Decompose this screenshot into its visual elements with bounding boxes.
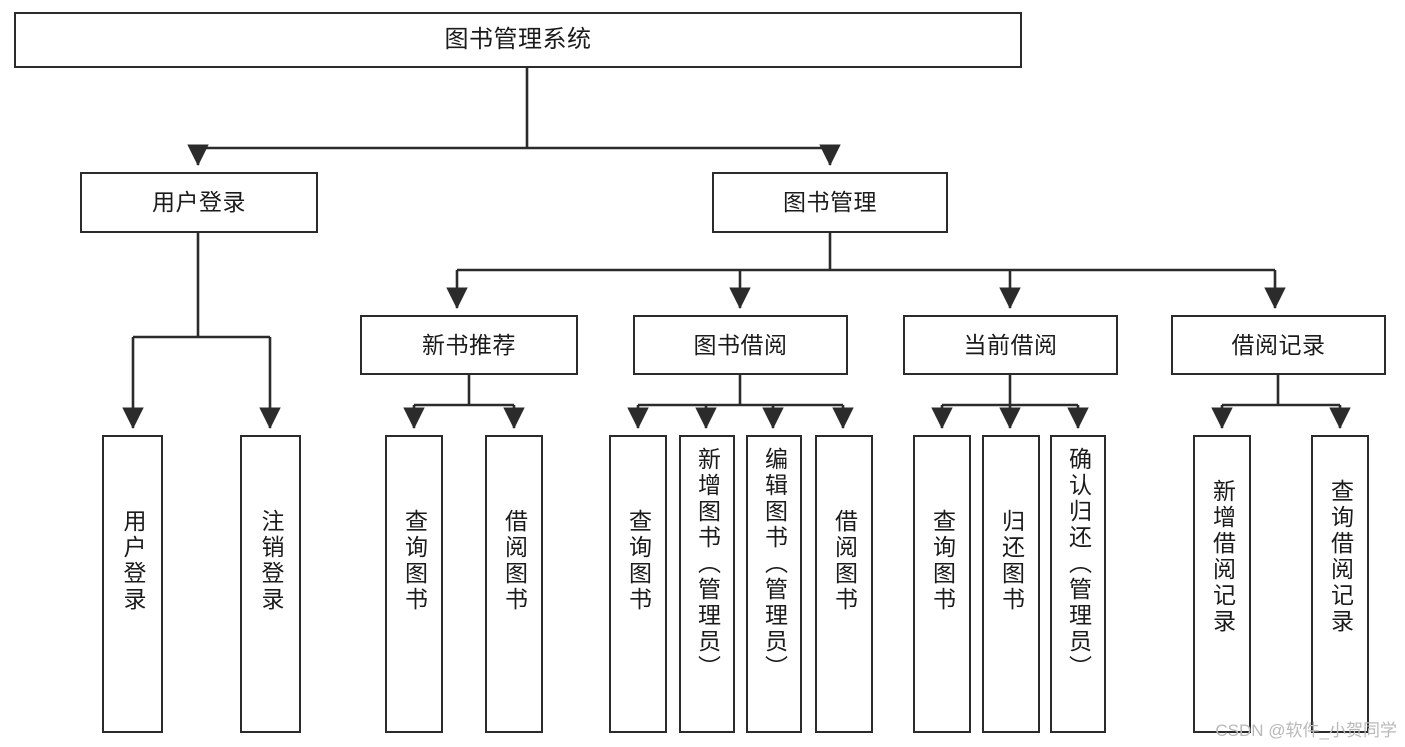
node-leaf-edit-book-label: 编辑图书（管理员） xyxy=(761,447,788,681)
node-leaf-logout[interactable]: 注销登录 xyxy=(240,435,301,733)
node-new-book-recommend-label: 新书推荐 xyxy=(422,331,516,358)
node-borrow-record-label: 借阅记录 xyxy=(1231,331,1326,358)
node-leaf-query-record[interactable]: 查询借阅记录 xyxy=(1311,435,1369,733)
node-leaf-query-book-3-label: 查询图书 xyxy=(929,509,956,613)
node-user-login-label: 用户登录 xyxy=(152,189,246,216)
node-current-borrow-label: 当前借阅 xyxy=(963,331,1058,358)
node-leaf-borrow-book-2-label: 借阅图书 xyxy=(831,509,858,613)
node-leaf-return-book[interactable]: 归还图书 xyxy=(982,435,1040,733)
node-root[interactable]: 图书管理系统 xyxy=(14,12,1022,68)
node-leaf-confirm-return-label: 确认归还（管理员） xyxy=(1065,447,1092,681)
node-leaf-query-book-2-label: 查询图书 xyxy=(625,509,652,613)
node-book-management-label: 图书管理 xyxy=(783,189,877,216)
node-leaf-borrow-book-2[interactable]: 借阅图书 xyxy=(815,435,873,733)
node-new-book-recommend[interactable]: 新书推荐 xyxy=(360,315,578,375)
node-leaf-add-record[interactable]: 新增借阅记录 xyxy=(1193,435,1251,733)
node-book-borrow-label: 图书借阅 xyxy=(693,331,788,358)
node-current-borrow[interactable]: 当前借阅 xyxy=(903,315,1118,375)
node-leaf-user-login[interactable]: 用户登录 xyxy=(102,435,163,733)
csdn-watermark: CSDN @软件_小贺同学 xyxy=(1215,721,1397,740)
node-leaf-add-book-label: 新增图书（管理员） xyxy=(694,447,721,681)
node-leaf-query-book-2[interactable]: 查询图书 xyxy=(609,435,667,733)
node-leaf-query-record-label: 查询借阅记录 xyxy=(1327,479,1354,635)
node-leaf-add-record-label: 新增借阅记录 xyxy=(1209,479,1236,635)
node-user-login[interactable]: 用户登录 xyxy=(80,172,318,233)
node-root-label: 图书管理系统 xyxy=(444,26,592,53)
node-leaf-borrow-book-1-label: 借阅图书 xyxy=(501,509,528,613)
node-leaf-user-login-label: 用户登录 xyxy=(120,509,146,613)
node-leaf-query-book-3[interactable]: 查询图书 xyxy=(913,435,971,733)
node-leaf-logout-label: 注销登录 xyxy=(258,509,284,613)
node-book-borrow[interactable]: 图书借阅 xyxy=(633,315,848,375)
node-leaf-query-book-1[interactable]: 查询图书 xyxy=(385,435,443,733)
node-leaf-edit-book[interactable]: 编辑图书（管理员） xyxy=(746,435,802,733)
node-leaf-add-book[interactable]: 新增图书（管理员） xyxy=(679,435,735,733)
node-leaf-query-book-1-label: 查询图书 xyxy=(401,509,428,613)
node-book-management[interactable]: 图书管理 xyxy=(712,172,948,233)
node-leaf-return-book-label: 归还图书 xyxy=(998,509,1025,613)
node-leaf-confirm-return[interactable]: 确认归还（管理员） xyxy=(1050,435,1106,733)
node-leaf-borrow-book-1[interactable]: 借阅图书 xyxy=(485,435,543,733)
node-borrow-record[interactable]: 借阅记录 xyxy=(1171,315,1386,375)
